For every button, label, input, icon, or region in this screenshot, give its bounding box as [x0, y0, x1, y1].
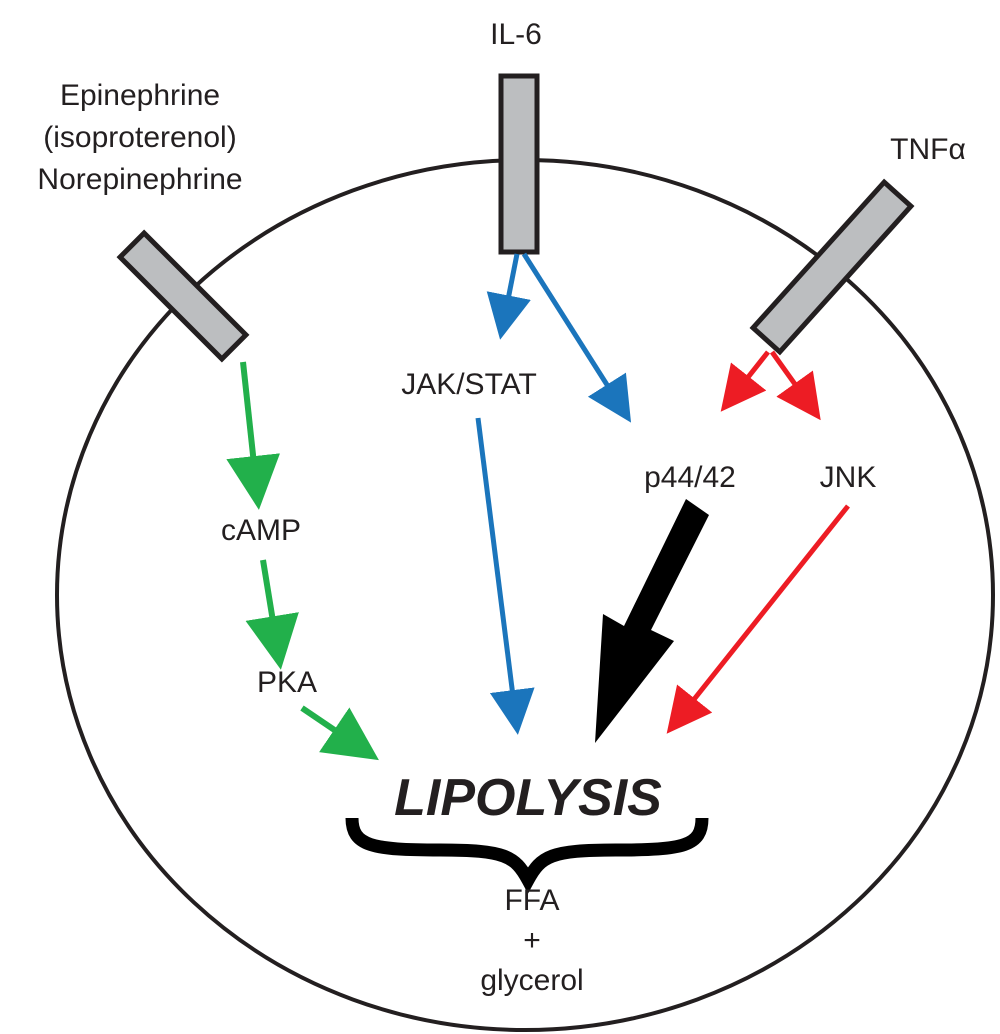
arrow-camp-to-pka	[245, 559, 299, 670]
node-jnk: JNK	[820, 461, 877, 494]
arrow-pka-to-lipolysis	[300, 705, 379, 761]
arrow-jnk-to-lipolysis	[666, 504, 850, 734]
lipolysis-label: LIPOLYSIS	[394, 769, 662, 827]
adrenergic-receptor	[116, 229, 250, 363]
ligand-norepinephrine: Norepinephrine	[37, 163, 242, 196]
product-plus: +	[523, 924, 541, 957]
arrow-il6-to-p44-42	[521, 252, 632, 423]
tnf-receptor	[749, 178, 915, 356]
node-p44-42: p44/42	[644, 461, 736, 494]
il6-receptor	[498, 73, 540, 255]
arrow-receptor-to-camp	[226, 361, 280, 510]
ligand-epinephrine: Epinephrine	[60, 79, 220, 112]
arrow-tnf-to-jnk	[769, 350, 821, 421]
product-brace	[345, 817, 709, 894]
ligand-tnf: TNFα	[890, 133, 966, 166]
ligand-il6: IL-6	[490, 18, 542, 51]
product-glycerol: glycerol	[480, 964, 583, 997]
arrow-jakstat-to-lipolysis	[475, 417, 535, 735]
node-camp: cAMP	[221, 514, 301, 547]
arrow-il6-to-jakstat	[486, 253, 531, 340]
arrow-p44-42-to-lipolysis	[595, 499, 709, 743]
ligand-isoproterenol: (isoproterenol)	[43, 121, 236, 154]
node-pka: PKA	[257, 666, 317, 699]
arrow-tnf-to-p44-42	[720, 350, 770, 412]
node-jak-stat: JAK/STAT	[401, 368, 537, 401]
product-ffa: FFA	[504, 884, 559, 917]
